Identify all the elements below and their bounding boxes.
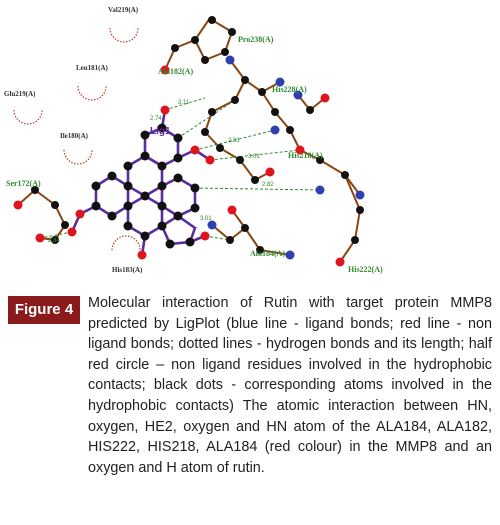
hydrophobic-arc-ile180	[63, 149, 93, 165]
ligplot-diagram: Lig1 Pro238(A) Ala182(A) His228(A) His21…	[4, 6, 383, 274]
residue-label-val219: Val219(A)	[108, 6, 139, 14]
non-ligand-bonds	[17, 17, 362, 263]
figure-caption: Molecular interaction of Rutin with targ…	[88, 295, 492, 476]
residue-label-pro238: Pro238(A)	[238, 35, 274, 44]
hbond-length-1: 3.11	[178, 100, 190, 106]
residue-label-his222: His222(A)	[348, 265, 383, 274]
residue-label-his228: His228(A)	[272, 85, 307, 94]
hydrophobic-contacts	[13, 27, 141, 251]
residue-label-glu219: Glu219(A)	[4, 90, 36, 98]
ligplot-svg: Lig1 Pro238(A) Ala182(A) His228(A) His21…	[4, 6, 383, 274]
residue-label-leu181: Leu181(A)	[76, 64, 109, 72]
hydrophobic-arc-val219	[109, 27, 139, 43]
oxygen-atoms	[13, 65, 345, 267]
hydrophobic-arc-his183	[111, 235, 141, 251]
hbond-length-2: 2.74	[150, 116, 162, 122]
nitrogen-atoms	[207, 55, 365, 260]
hydrophobic-arc-glu219	[13, 109, 43, 125]
hbond-length-7: 3.01	[200, 216, 212, 222]
hbond-length-4: 3.01	[248, 154, 260, 160]
residue-label-his218: His218(A)	[288, 151, 323, 160]
residue-label-ala184: Ala184(A)	[250, 249, 285, 258]
figure-badge: Figure 4	[8, 296, 80, 324]
hydrogen-bonds	[39, 97, 321, 241]
residue-label-ile180: Ile180(A)	[60, 132, 89, 140]
figure-caption-block: Figure 4 Molecular interaction of Rutin …	[0, 292, 500, 525]
residue-label-ala182: Ala182(A)	[158, 67, 193, 76]
ligand-bonds	[70, 109, 211, 256]
ligand-label: Lig1	[150, 126, 171, 137]
carbon-atoms	[31, 16, 364, 254]
hbond-length-5: 2.82	[262, 182, 274, 188]
hbond-length-6: 2.84	[48, 238, 60, 244]
residue-label-ser172: Ser172(A)	[6, 179, 41, 188]
hbond-length-3: 2.81	[228, 138, 240, 144]
hydrophobic-arc-leu181	[77, 85, 107, 101]
residue-label-his183: His183(A)	[112, 266, 143, 274]
